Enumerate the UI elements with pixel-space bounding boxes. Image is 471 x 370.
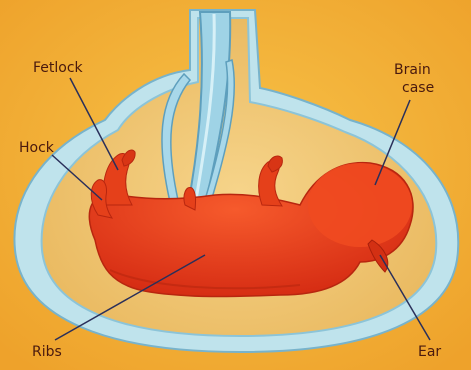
- label-ear: Ear: [418, 344, 441, 360]
- label-brain-line1: Brain: [394, 62, 431, 78]
- label-brain-line2: case: [402, 80, 434, 96]
- label-ribs: Ribs: [32, 344, 62, 360]
- head: [308, 163, 412, 247]
- label-hock: Hock: [19, 140, 55, 156]
- label-fetlock: Fetlock: [33, 60, 84, 76]
